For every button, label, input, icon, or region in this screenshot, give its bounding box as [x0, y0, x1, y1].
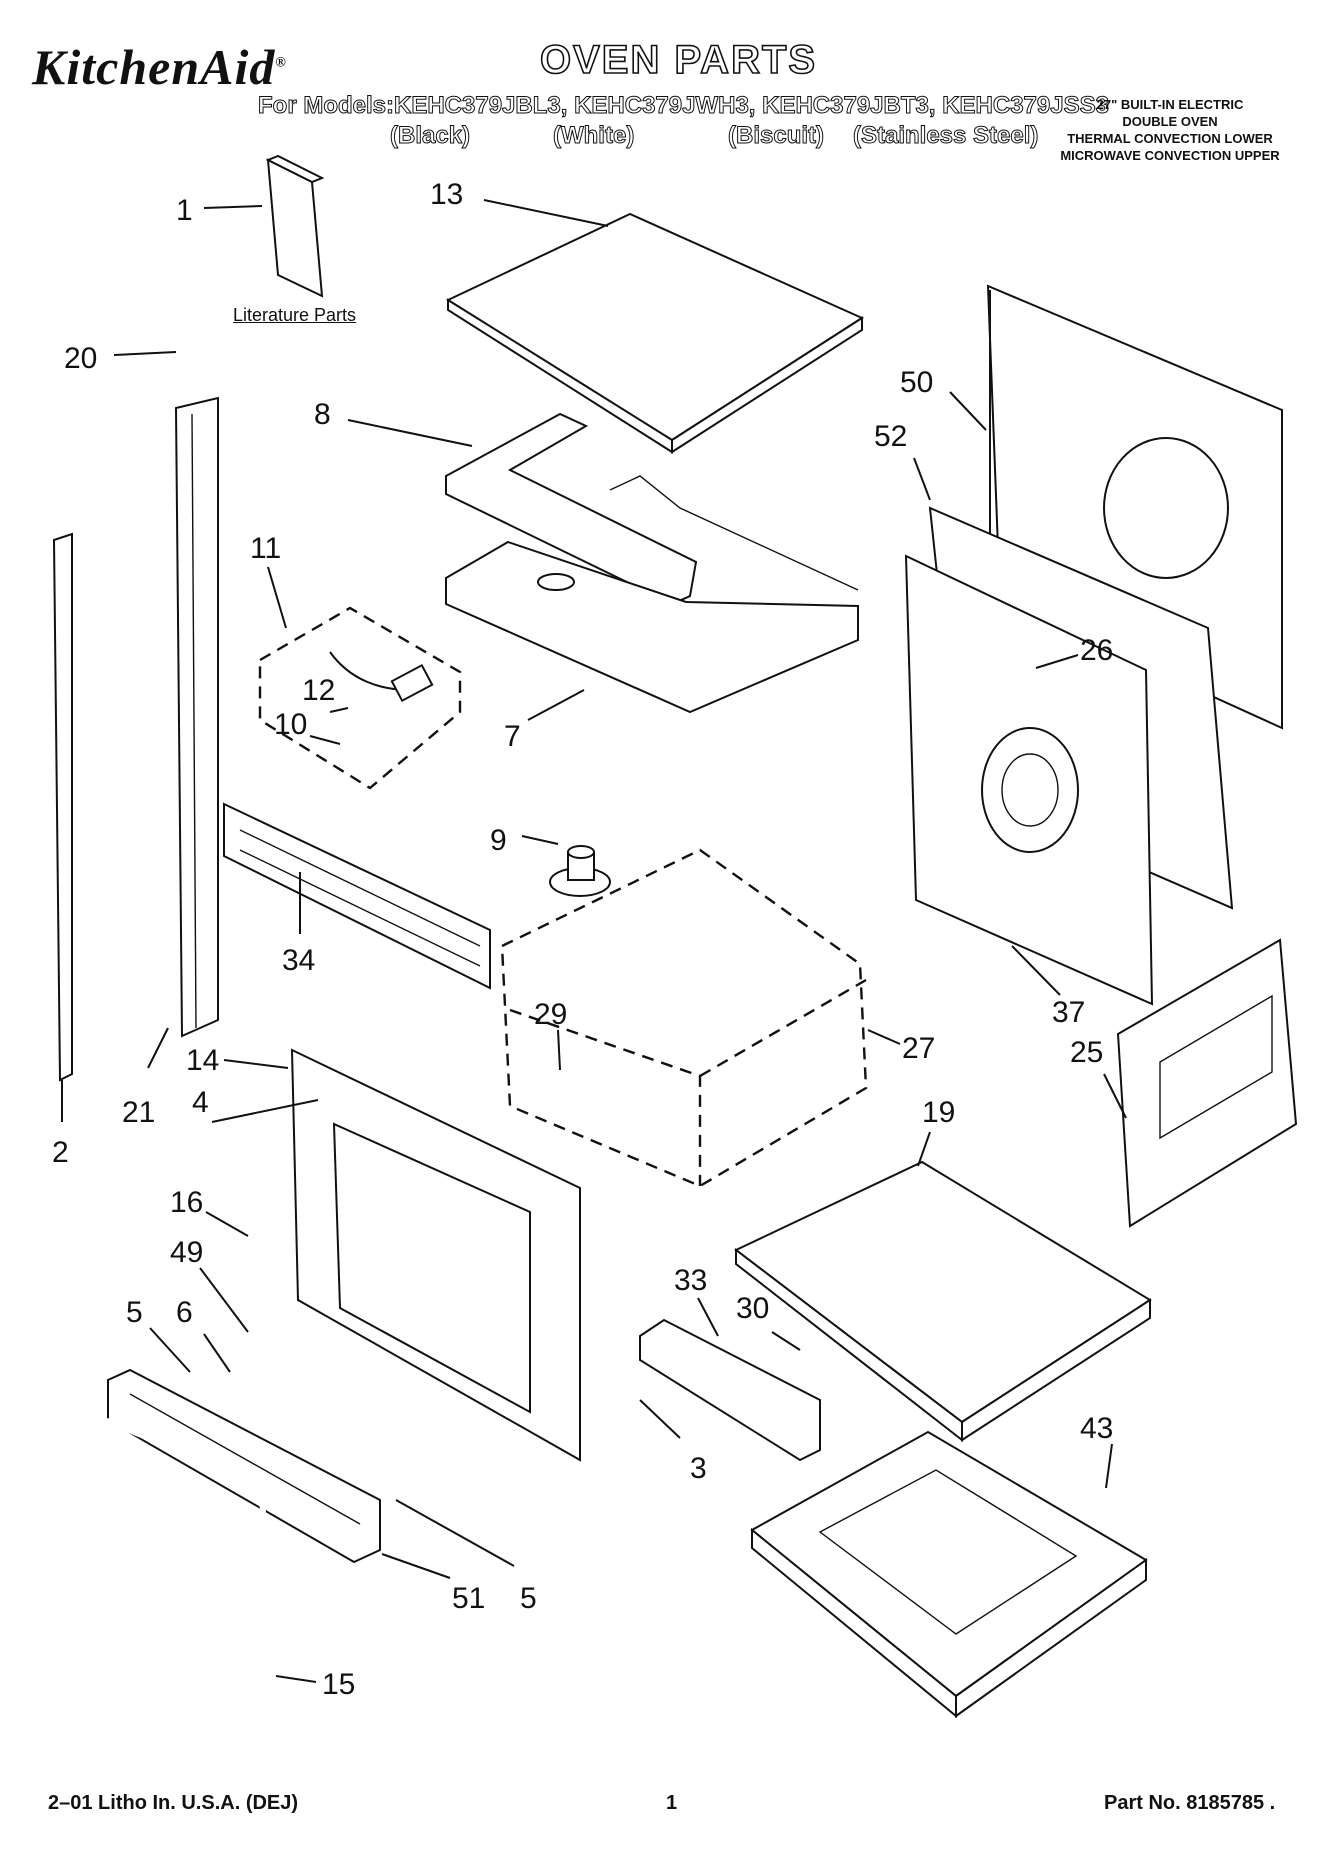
footer-part-number: Part No. 8185785 .: [1104, 1792, 1276, 1814]
callout-51: 51: [452, 1582, 485, 1615]
leader-lines: [61, 199, 1127, 1683]
description-line: 27" BUILT-IN ELECTRIC: [1096, 97, 1244, 112]
callout-10: 10: [274, 708, 307, 741]
callout-25: 25: [1070, 1036, 1103, 1069]
callout-8: 8: [314, 398, 331, 431]
callout-34: 34: [282, 944, 315, 977]
callout-15: 15: [322, 1668, 355, 1701]
callout-5: 5: [126, 1296, 143, 1329]
callout-12: 12: [302, 674, 335, 707]
callout-numbers: 1 13 20 8 50 52 11 12 10 7 26 9 34 29 27…: [52, 178, 1113, 1701]
page-title: OVEN PARTS: [539, 37, 818, 83]
models-line: For Models:KEHC379JBL3, KEHC379JWH3, KEH…: [258, 92, 1110, 120]
callout-52: 52: [874, 420, 907, 453]
callout-6: 6: [176, 1296, 193, 1329]
callout-4: 4: [192, 1086, 209, 1119]
part-front-frame: [290, 1048, 581, 1462]
callout-29: 29: [534, 998, 567, 1031]
callout-43: 43: [1080, 1412, 1113, 1445]
footer-litho: 2–01 Litho In. U.S.A. (DEJ): [48, 1792, 299, 1814]
callout-1: 1: [176, 194, 193, 227]
footer-page-number: 1: [666, 1792, 678, 1814]
part-bottom-cover: [734, 1160, 1152, 1443]
callout-20: 20: [64, 342, 97, 375]
callout-7: 7: [504, 720, 521, 753]
callout-37: 37: [1052, 996, 1085, 1029]
callout-21: 21: [122, 1096, 155, 1129]
variant-biscuit: (Biscuit): [728, 122, 825, 150]
callout-5b: 5: [520, 1582, 537, 1615]
callout-11: 11: [250, 532, 281, 565]
callout-50: 50: [900, 366, 933, 399]
brand-logo: KitchenAid®: [32, 39, 287, 95]
literature-parts-label: Literature Parts: [233, 305, 357, 325]
description-line: DOUBLE OVEN: [1122, 114, 1218, 129]
callout-19: 19: [922, 1096, 955, 1129]
part-side-trims: [52, 396, 219, 1082]
part-bracket: [639, 1318, 821, 1462]
part-harness-box: [258, 606, 462, 790]
part-literature: [265, 154, 325, 298]
part-top-cover: [445, 475, 859, 714]
description-line: THERMAL CONVECTION LOWER: [1067, 131, 1273, 146]
callout-13: 13: [430, 178, 463, 211]
callout-9: 9: [490, 824, 507, 857]
variant-white: (White): [552, 122, 635, 150]
description-line: MICROWAVE CONVECTION UPPER: [1060, 148, 1280, 163]
callout-49: 49: [170, 1236, 203, 1269]
part-insulation-frame: [445, 412, 698, 606]
callout-30: 30: [736, 1292, 769, 1325]
callout-26: 26: [1080, 634, 1113, 667]
part-vent-grille: [223, 802, 491, 990]
oven-description: 27" BUILT-IN ELECTRIC DOUBLE OVEN THERMA…: [1040, 96, 1300, 164]
part-door-gasket: [36, 1398, 274, 1756]
part-fan-housing: [904, 506, 1234, 1006]
part-oven-cavity: [500, 848, 868, 1188]
callout-14: 14: [186, 1044, 219, 1077]
part-sensor: [549, 845, 611, 897]
variant-black: (Black): [389, 122, 471, 150]
part-bottom-tray: [750, 1430, 1148, 1719]
part-bottom-trim: [107, 1368, 381, 1564]
part-top-panel: [445, 212, 865, 454]
callout-27: 27: [902, 1032, 935, 1065]
variant-stainless: (Stainless Steel): [852, 122, 1039, 150]
callout-16: 16: [170, 1186, 203, 1219]
part-side-panel: [1116, 938, 1298, 1228]
callout-2: 2: [52, 1136, 69, 1169]
callout-33: 33: [674, 1264, 707, 1297]
callout-3: 3: [690, 1452, 707, 1485]
